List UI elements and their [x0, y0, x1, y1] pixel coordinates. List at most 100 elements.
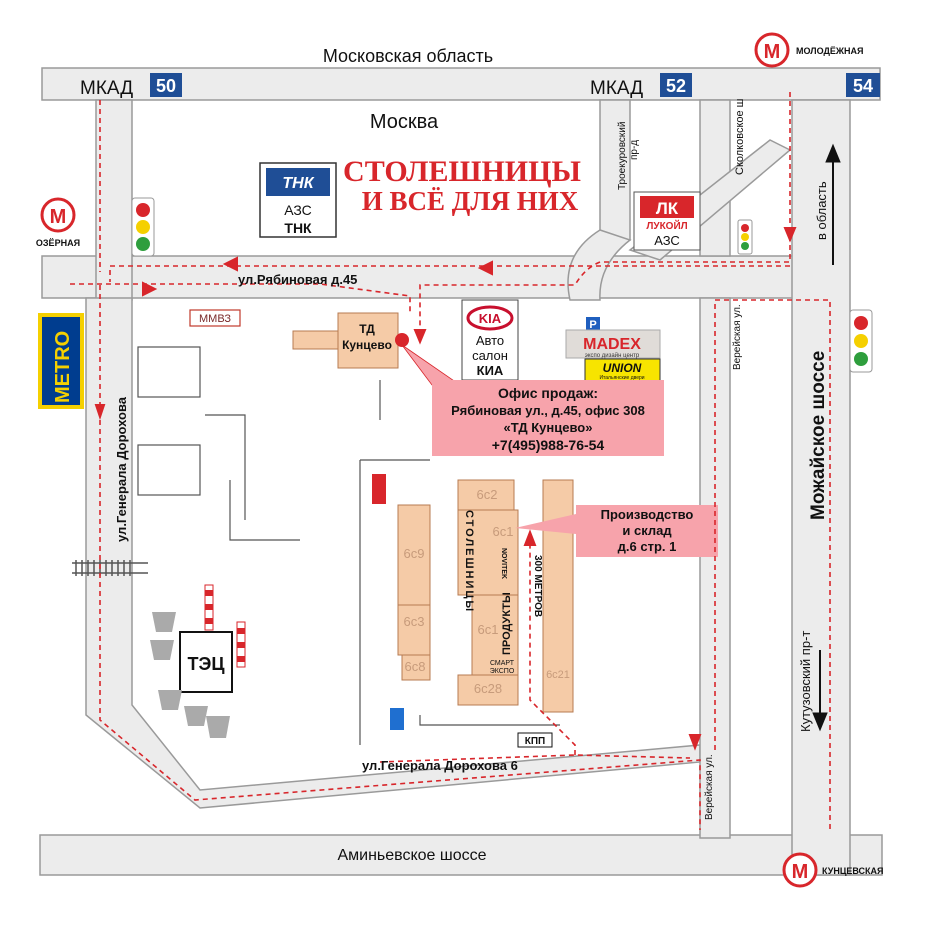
building-6c9 — [397, 504, 431, 606]
td-label-1: ТД — [359, 322, 375, 336]
metro-kuntsevskaya: M КУНЦЕВСКАЯ — [782, 852, 884, 888]
parking-icon — [586, 317, 600, 331]
oblast-label: Московская область — [323, 46, 493, 66]
blue-box-icon — [390, 708, 404, 730]
ryabinovaya-road — [41, 255, 843, 299]
warehouse-line-1: Производство — [601, 507, 694, 522]
warehouse-callout-pointer — [515, 514, 576, 534]
direction-arrows — [812, 143, 841, 732]
kia-line-3: КИА — [477, 363, 504, 378]
roads — [39, 67, 883, 876]
metro-molodezhnaya-label: МОЛОДЁЖНАЯ — [796, 46, 864, 56]
building-6c28 — [457, 674, 519, 706]
metro-molodezhnaya: M МОЛОДЁЖНАЯ — [754, 32, 864, 68]
traffic-light-icon — [131, 197, 155, 257]
office-marker — [395, 333, 409, 347]
route-arrows — [94, 227, 797, 751]
building-6c1-top — [457, 509, 519, 596]
office-line-4: +7(495)988-76-54 — [492, 437, 605, 453]
mozhayskoe-road — [791, 99, 851, 876]
building-6c1-bottom — [471, 594, 519, 676]
tnk-line-1: АЗС — [284, 202, 312, 218]
building-td — [337, 312, 399, 369]
street-troekurovsky-1: Троекуровский — [617, 122, 628, 190]
route-lines — [70, 92, 831, 830]
building-6c2 — [457, 479, 515, 511]
left-vertical-road — [95, 99, 133, 301]
metro-store-label: METRO — [52, 331, 74, 403]
label-6c1b: 6с1 — [478, 622, 499, 637]
label-6c2: 6с2 — [477, 487, 498, 502]
street-dorokhova-horizontal: ул.Генерала Дорохова 6 — [362, 758, 518, 773]
metro-icon — [40, 197, 76, 233]
mkad-label-left: МКАД — [80, 78, 133, 99]
office-callout-pointer — [401, 344, 462, 386]
label-smart-2: ЭКСПО — [490, 668, 515, 675]
lukoil-logo-text: ЛК — [656, 199, 679, 218]
mmvz-box — [189, 309, 241, 327]
metro-icon-letter: M — [764, 41, 781, 63]
mkad-km-52: 52 — [666, 76, 686, 96]
label-smart-1: СМАРТ — [490, 660, 515, 667]
office-line-1: Офис продаж: — [498, 385, 598, 401]
kia-line-2: салон — [472, 348, 508, 363]
label-produkty-vertical: ПРОДУКТЫ — [501, 592, 513, 655]
madex-sub: экспо дизайн центр — [585, 352, 640, 359]
metro-kuntsevskaya-label: КУНЦЕВСКАЯ — [822, 866, 884, 876]
red-tank-icon — [372, 474, 386, 504]
label-novitek-vertical: NOVITEK — [500, 548, 507, 579]
warehouse-line-3: д.6 стр. 1 — [618, 539, 677, 554]
lukoil-name: ЛУКОЙЛ — [646, 219, 687, 232]
td-label-2: Кунцево — [342, 338, 392, 352]
building-6c8 — [401, 654, 431, 681]
tnk-logo-text: ТНК — [282, 175, 314, 192]
troekurovsky-road — [599, 99, 631, 241]
mmvz-label: ММВЗ — [199, 313, 231, 325]
madex-box — [565, 329, 661, 359]
union-logo: UNION — [603, 361, 642, 375]
lukoil-azs: АЗС — [654, 233, 680, 248]
street-amin: Аминьевское шоссе — [337, 847, 486, 864]
street-skolkovskoe: Сколковское ш — [734, 98, 746, 175]
street-kutuzovsky: Кутузовский пр-т — [798, 631, 813, 732]
metro-icon — [754, 32, 790, 68]
madex-logo: MADEX — [583, 336, 641, 353]
tnk-line-2: ТНК — [284, 220, 312, 236]
metro-icon — [782, 852, 818, 888]
metro-icon-letter: M — [50, 206, 67, 228]
mkad-km-50: 50 — [156, 76, 176, 96]
label-6c9: 6с9 — [404, 546, 425, 561]
office-callout — [432, 380, 664, 456]
label-6c3: 6с3 — [404, 614, 425, 629]
cooling-tower-icon — [150, 612, 230, 738]
label-6c21: 6с21 — [546, 669, 570, 681]
building-6c3 — [397, 604, 431, 656]
tec-box — [179, 631, 233, 693]
office-line-3: «ТД Кунцево» — [504, 420, 593, 435]
warehouse-line-2: и склад — [622, 523, 672, 538]
metro-ozernaya-label: ОЗЁРНАЯ — [36, 238, 80, 248]
chimney-icon — [204, 584, 246, 668]
lukoil-logo-icon — [640, 196, 694, 218]
moscow-label: Москва — [370, 111, 439, 133]
kia-logo-text: KIA — [479, 311, 502, 326]
headline-line-2: И ВСЁ ДЛЯ НИХ — [362, 186, 579, 216]
kia-logo-icon — [466, 305, 514, 331]
label-stoleshnitsy-vertical: СТОЛЕШНИЦЫ — [463, 510, 475, 613]
parking-label: P — [589, 319, 596, 331]
tnk-logo-icon — [266, 168, 330, 196]
street-troekurovsky-2: пр-д — [629, 140, 640, 160]
metro-store-sign — [40, 315, 82, 407]
metro-ozernaya: M ОЗЁРНАЯ — [36, 197, 80, 248]
street-ryabinovaya: ул.Рябиновая д.45 — [238, 272, 357, 287]
label-6c1a: 6с1 — [493, 524, 514, 539]
troekurovsky-curve — [567, 229, 632, 301]
mkad-km-54-sign — [846, 73, 880, 97]
territory — [137, 346, 560, 745]
traffic-light-icon — [737, 219, 753, 255]
mkad-label-right: МКАД — [590, 78, 643, 99]
kia-line-1: Авто — [476, 333, 504, 348]
metro-icon-letter: M — [792, 861, 809, 883]
